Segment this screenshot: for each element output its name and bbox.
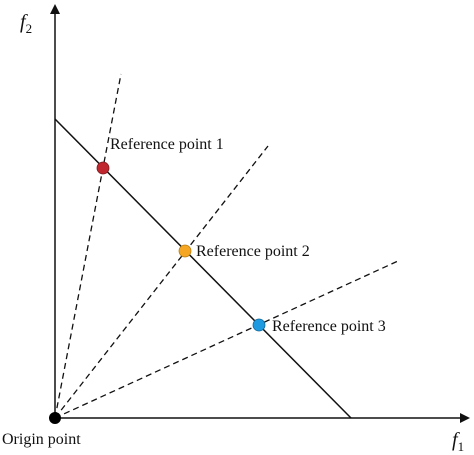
- reference-point-3-label: Reference point 3: [272, 318, 386, 335]
- origin-point-label: Origin point: [2, 431, 81, 448]
- reference-point-2-marker: [178, 244, 192, 258]
- f1-axis-label: f1: [452, 429, 464, 454]
- reference-point-1-marker: [96, 161, 110, 175]
- origin-point-marker: [49, 412, 61, 424]
- reference-point-3-marker: [252, 318, 266, 332]
- f2-axis-label: f2: [20, 11, 32, 36]
- reference-point-1-label: Reference point 1: [110, 136, 224, 153]
- reference-ray-1: [54, 73, 122, 419]
- reference-ray-2: [54, 145, 269, 419]
- reference-point-2-label: Reference point 2: [196, 243, 310, 260]
- reference-ray-3: [54, 260, 399, 419]
